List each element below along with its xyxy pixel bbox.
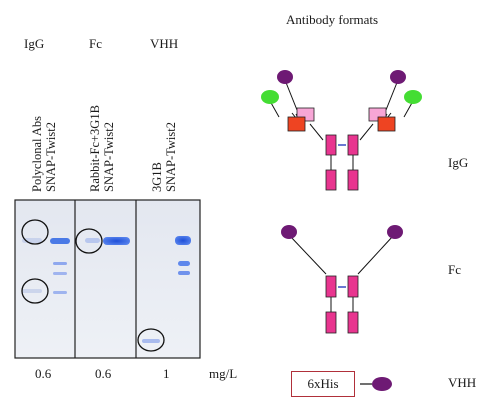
gel-band <box>22 289 42 293</box>
hinge-domain-icon <box>325 134 337 156</box>
fc-domain-icon <box>325 169 337 191</box>
orange-domain-icon <box>377 116 396 132</box>
concentration-lane-3: 1 <box>163 366 170 381</box>
gel-panel <box>14 199 201 359</box>
highlight-circle <box>21 278 49 304</box>
formats-title: Antibody formats <box>286 12 379 27</box>
gel-band <box>85 238 100 243</box>
hinge-domain-icon <box>347 275 359 298</box>
gel-band <box>53 262 67 265</box>
gel-band <box>103 237 130 245</box>
orange-domain-icon <box>287 116 306 132</box>
vhh-domain-icon <box>387 225 403 239</box>
gel-band <box>175 236 191 245</box>
fc-diagram <box>281 225 403 334</box>
fc-domain-icon <box>347 311 359 334</box>
highlight-circle <box>137 328 165 352</box>
vhh-domain-icon <box>390 70 406 84</box>
igg-diagram <box>261 70 422 191</box>
highlight-circle <box>75 228 103 254</box>
gel-band <box>178 271 190 275</box>
green-domain-icon <box>261 90 279 104</box>
gel-band <box>53 291 67 294</box>
gel-band <box>53 272 67 275</box>
hinge-domain-icon <box>325 275 337 298</box>
concentration-lane-2: 0.6 <box>95 366 112 381</box>
vhh-domain-icon <box>277 70 293 84</box>
igg-format-label: IgG <box>448 155 469 170</box>
vhh-domain-icon <box>372 377 392 391</box>
gel-band <box>50 238 70 244</box>
vhh-domain-icon <box>281 225 297 239</box>
lane-header-vhh: VHH <box>150 36 179 51</box>
his-tag-label: 6xHis <box>307 376 339 391</box>
hinge-domain-icon <box>347 134 359 156</box>
concentration-unit: mg/L <box>209 366 238 381</box>
gel-band <box>178 261 190 266</box>
his-tag-box: 6xHis <box>291 371 355 397</box>
lane-header-fc: Fc <box>89 36 102 51</box>
fc-domain-icon <box>347 169 359 191</box>
lane-header-igg: IgG <box>24 36 45 51</box>
fc-domain-icon <box>325 311 337 334</box>
highlight-circle <box>21 219 49 245</box>
gel-band <box>142 339 160 343</box>
vhh-format-label: VHH <box>448 375 477 390</box>
concentration-lane-1: 0.6 <box>35 366 52 381</box>
fc-format-label: Fc <box>448 262 461 277</box>
green-domain-icon <box>404 90 422 104</box>
vhh-diagram <box>360 377 392 391</box>
